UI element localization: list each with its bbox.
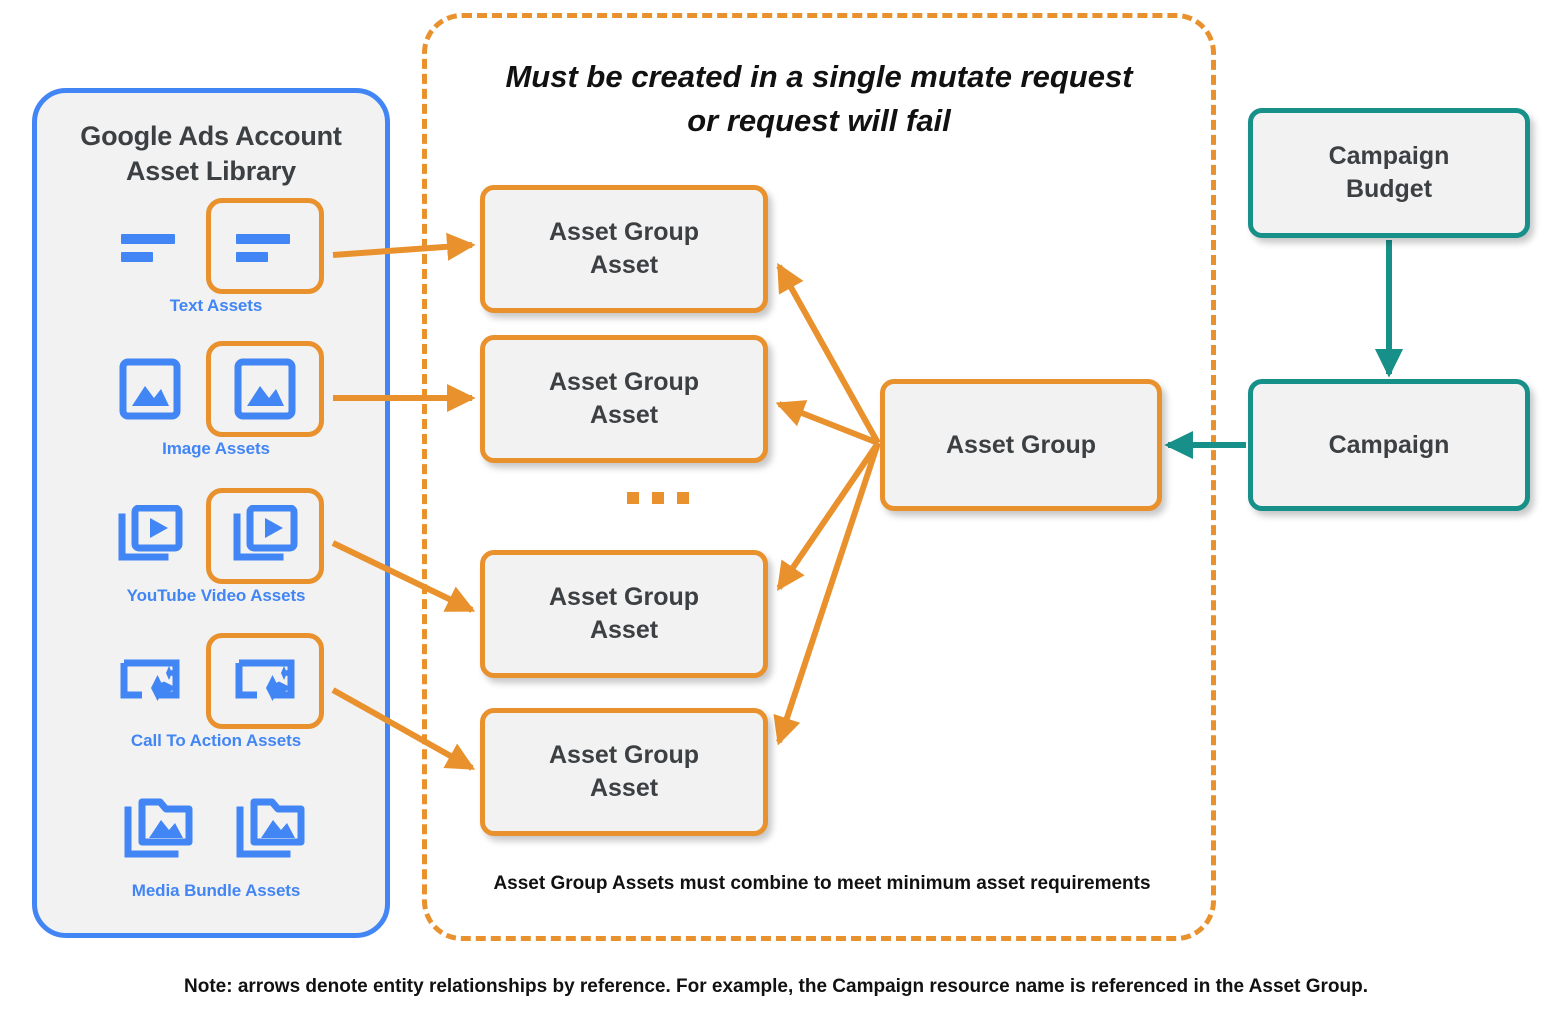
mutate-warning-line1: Must be created in a single mutate reque… [505,59,1133,94]
ellipsis-indicator [627,492,689,504]
asset-label-youtube-video: YouTube Video Assets [126,586,306,605]
aga-3-line2: Asset [589,616,659,644]
asset-library-title-line2: Asset Library [126,155,296,186]
image-asset-icon-selected[interactable] [206,341,324,437]
campaign-budget-line1: Campaign [1328,142,1450,170]
asset-row-call-to-action: Call To Action Assets [37,633,395,751]
arrow-cta-to-aga4 [331,687,476,771]
asset-row-youtube-video: YouTube Video Assets [37,488,395,606]
asset-library-title: Google Ads Account Asset Library [37,119,385,188]
asset-row-media-bundle: Media Bundle Assets [37,783,395,901]
asset-label-call-to-action: Call To Action Assets [130,731,302,750]
asset-label-text: Text Assets [169,296,263,315]
asset-group-asset-node-3[interactable]: Asset Group Asset [480,550,768,678]
asset-group-asset-node-1[interactable]: Asset Group Asset [480,185,768,313]
arrow-assetgroup-to-aga1 [776,262,881,445]
asset-group-node[interactable]: Asset Group [880,379,1162,511]
ellipsis-dot-1 [627,492,639,504]
mutate-warning-line2: or request will fail [687,103,951,139]
call-to-action-asset-icon-selected[interactable] [206,633,324,729]
campaign-node[interactable]: Campaign [1248,379,1530,511]
text-asset-icon-selected[interactable] [206,198,324,294]
media-bundle-asset-icon [118,789,202,873]
aga-1-line1: Asset Group [548,218,700,246]
diagram-footnote: Note: arrows denote entity relationships… [184,976,1368,997]
image-asset-icon [108,347,192,431]
youtube-video-asset-icon-selected[interactable] [206,488,324,584]
arrow-assetgroup-to-aga3 [776,441,881,592]
asset-row-text: Text Assets [37,198,395,316]
aga-3-line1: Asset Group [548,583,700,611]
aga-4-line2: Asset [589,774,659,802]
ellipsis-dot-2 [652,492,664,504]
arrow-assetgroup-to-aga4 [773,442,881,746]
mutate-request-region [422,13,1216,941]
arrow-youtube-to-aga3 [331,540,476,613]
asset-group-label: Asset Group [945,430,1097,459]
text-asset-icon [108,204,192,288]
arrow-text-to-aga1 [332,232,476,261]
aga-2-line2: Asset [589,401,659,429]
asset-row-image: Image Assets [37,341,395,459]
campaign-label: Campaign [1328,430,1450,459]
aga-4-line1: Asset Group [548,741,700,769]
ellipsis-dot-3 [677,492,689,504]
minimum-asset-requirements-note: Asset Group Assets must combine to meet … [493,873,1151,894]
aga-2-line1: Asset Group [548,368,700,396]
mutate-request-warning: Must be created in a single mutate reque… [452,55,1186,143]
asset-label-image: Image Assets [162,439,270,458]
campaign-budget-line2: Budget [1345,175,1433,203]
asset-group-asset-node-2[interactable]: Asset Group Asset [480,335,768,463]
asset-library-panel: Google Ads Account Asset Library [32,88,390,938]
aga-1-line2: Asset [589,251,659,279]
call-to-action-asset-icon [108,639,192,723]
media-bundle-asset-icon-2 [230,789,314,873]
arrow-assetgroup-to-aga2 [775,400,880,446]
youtube-video-asset-icon [108,494,192,578]
asset-library-title-line1: Google Ads Account [80,121,342,151]
asset-group-asset-node-4[interactable]: Asset Group Asset [480,708,768,836]
campaign-budget-node[interactable]: Campaign Budget [1248,108,1530,238]
asset-label-media-bundle: Media Bundle Assets [131,881,301,900]
